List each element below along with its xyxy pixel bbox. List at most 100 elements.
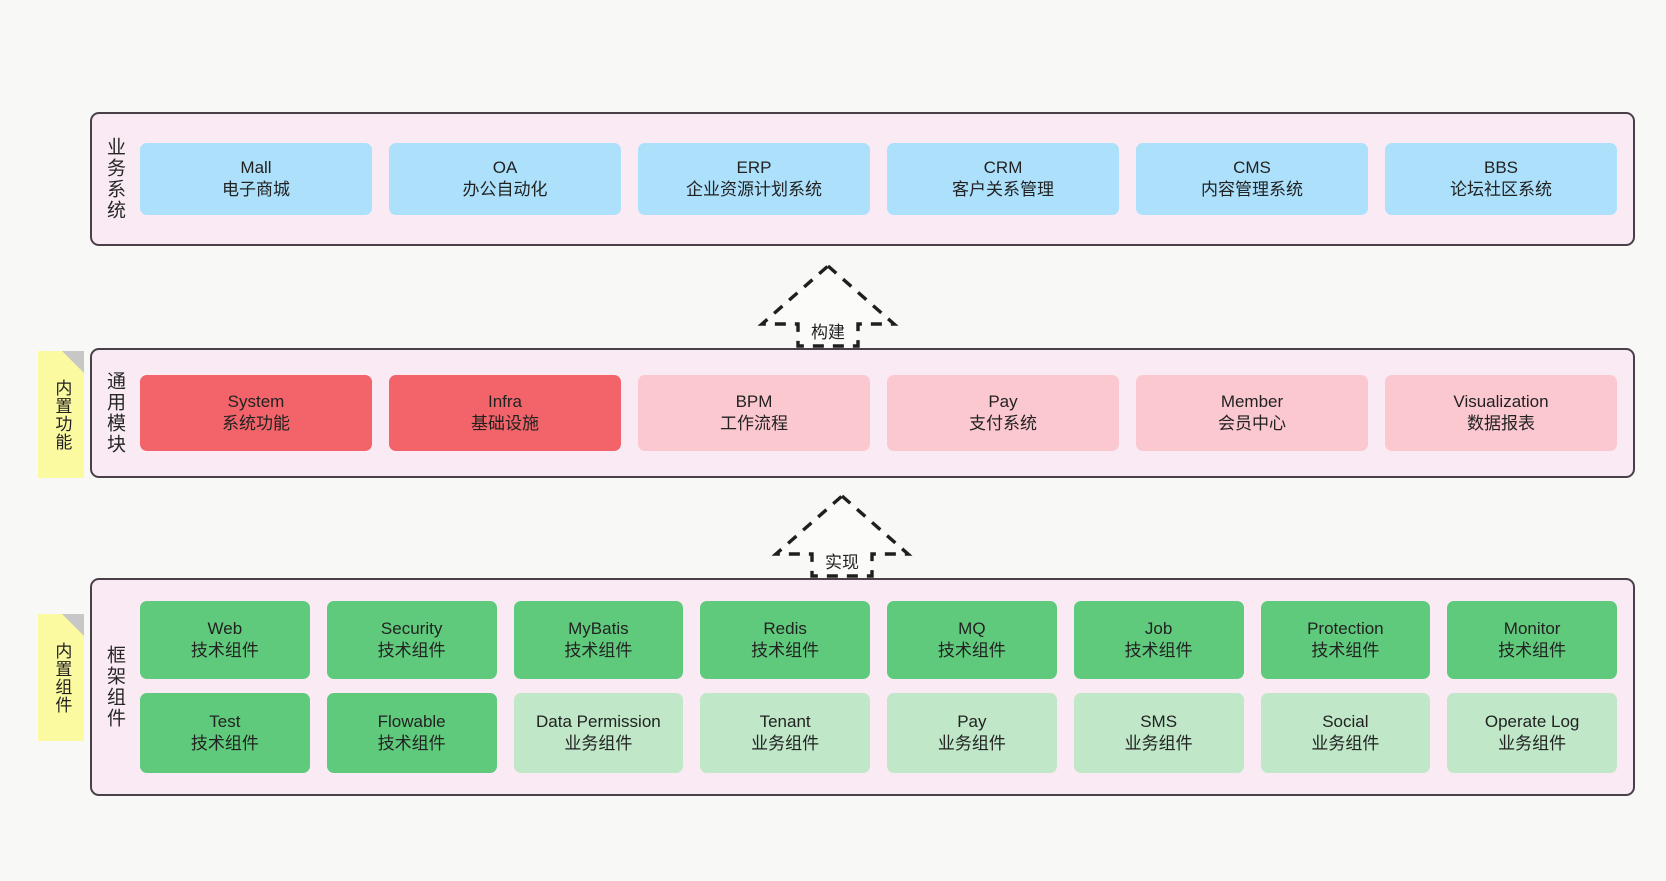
card-title: Web <box>207 619 243 639</box>
card-bbs[interactable]: BBS 论坛社区系统 <box>1385 143 1617 215</box>
layer-body-business-system: Mall 电子商城 OA 办公自动化 ERP 企业资源计划系统 CRM 客户关系… <box>136 114 1633 244</box>
card-row: Mall 电子商城 OA 办公自动化 ERP 企业资源计划系统 CRM 客户关系… <box>140 143 1617 215</box>
card-subtitle: 技术组件 <box>377 641 446 660</box>
card-mq[interactable]: MQ 技术组件 <box>887 601 1057 679</box>
card-infra[interactable]: Infra 基础设施 <box>389 375 621 451</box>
card-subtitle: 会员中心 <box>1218 414 1286 433</box>
card-pay-business[interactable]: Pay 业务组件 <box>887 693 1057 773</box>
build-arrow-icon <box>757 263 899 348</box>
card-pay[interactable]: Pay 支付系统 <box>887 375 1119 451</box>
card-subtitle: 技术组件 <box>190 641 259 660</box>
card-mybatis[interactable]: MyBatis 技术组件 <box>513 601 684 679</box>
card-title: Operate Log <box>1484 712 1580 732</box>
card-subtitle: 技术组件 <box>751 641 820 660</box>
card-subtitle: 企业资源计划系统 <box>686 180 822 199</box>
card-title: Visualization <box>1453 392 1549 412</box>
layer-common-module: 通用模块 System 系统功能 Infra 基础设施 BPM 工作流程 Pay <box>90 348 1635 478</box>
layer-title-framework-component: 框架组件 <box>103 645 125 729</box>
card-subtitle: 基础设施 <box>471 414 539 433</box>
card-visualization[interactable]: Visualization 数据报表 <box>1385 375 1617 451</box>
card-title: MQ <box>958 619 986 639</box>
card-data-permission[interactable]: Data Permission 业务组件 <box>513 693 684 773</box>
card-subtitle: 工作流程 <box>720 414 788 433</box>
implement-arrow-icon <box>771 493 913 578</box>
card-subtitle: 技术组件 <box>190 734 259 753</box>
card-social[interactable]: Social 业务组件 <box>1260 693 1431 773</box>
card-mall[interactable]: Mall 电子商城 <box>140 143 372 215</box>
card-title: ERP <box>736 158 772 178</box>
card-subtitle: 办公自动化 <box>462 180 548 199</box>
card-title: Monitor <box>1503 619 1561 639</box>
note-builtin-feature: 内置功能 <box>38 351 84 478</box>
card-operate-log[interactable]: Operate Log 业务组件 <box>1447 693 1617 773</box>
card-title: Data Permission <box>536 712 661 732</box>
card-tenant[interactable]: Tenant 业务组件 <box>700 693 870 773</box>
connector-implement: 实现 <box>771 492 913 578</box>
note-fold-corner-icon <box>62 614 84 636</box>
card-subtitle: 技术组件 <box>1311 641 1380 660</box>
card-subtitle: 支付系统 <box>969 414 1037 433</box>
card-title: Mall <box>240 158 272 178</box>
card-subtitle: 数据报表 <box>1467 414 1535 433</box>
layer-body-common-module: System 系统功能 Infra 基础设施 BPM 工作流程 Pay 支付系统… <box>136 350 1633 476</box>
connector-build-label: 构建 <box>811 323 845 342</box>
layer-framework-component: 框架组件 Web 技术组件 Security 技术组件 MyBatis 技术组件… <box>90 578 1635 796</box>
card-redis[interactable]: Redis 技术组件 <box>700 601 870 679</box>
card-title: OA <box>492 158 518 178</box>
card-title: Pay <box>957 712 987 732</box>
connector-build: 构建 <box>757 262 899 348</box>
card-bpm[interactable]: BPM 工作流程 <box>638 375 870 451</box>
card-title: BBS <box>1483 158 1519 178</box>
card-title: Pay <box>988 392 1018 412</box>
card-flowable[interactable]: Flowable 技术组件 <box>326 693 497 773</box>
card-title: BPM <box>735 392 773 412</box>
card-oa[interactable]: OA 办公自动化 <box>389 143 621 215</box>
card-system[interactable]: System 系统功能 <box>140 375 372 451</box>
card-test[interactable]: Test 技术组件 <box>140 693 310 773</box>
card-member[interactable]: Member 会员中心 <box>1136 375 1368 451</box>
card-subtitle: 内容管理系统 <box>1201 180 1303 199</box>
card-monitor[interactable]: Monitor 技术组件 <box>1447 601 1617 679</box>
card-title: MyBatis <box>568 619 629 639</box>
card-crm[interactable]: CRM 客户关系管理 <box>887 143 1119 215</box>
card-title: Member <box>1220 392 1284 412</box>
card-row: Test 技术组件 Flowable 技术组件 Data Permission … <box>140 693 1617 773</box>
card-subtitle: 技术组件 <box>1124 641 1193 660</box>
layer-title-common-module: 通用模块 <box>103 371 125 455</box>
card-sms[interactable]: SMS 业务组件 <box>1073 693 1244 773</box>
card-erp[interactable]: ERP 企业资源计划系统 <box>638 143 870 215</box>
card-title: Social <box>1322 712 1369 732</box>
card-title: Protection <box>1307 619 1384 639</box>
card-title: SMS <box>1140 712 1178 732</box>
card-title: Job <box>1144 619 1173 639</box>
card-subtitle: 技术组件 <box>377 734 446 753</box>
card-subtitle: 业务组件 <box>1311 734 1380 753</box>
card-subtitle: 技术组件 <box>564 641 633 660</box>
layer-title-business-system: 业务系统 <box>103 137 125 221</box>
note-text: 内置组件 <box>52 641 72 714</box>
note-builtin-component: 内置组件 <box>38 614 84 741</box>
card-job[interactable]: Job 技术组件 <box>1073 601 1244 679</box>
card-subtitle: 论坛社区系统 <box>1450 180 1552 199</box>
connector-implement-label: 实现 <box>825 553 859 572</box>
card-title: Flowable <box>377 712 446 732</box>
card-subtitle: 业务组件 <box>937 734 1006 753</box>
card-security[interactable]: Security 技术组件 <box>326 601 497 679</box>
card-subtitle: 技术组件 <box>1498 641 1567 660</box>
card-cms[interactable]: CMS 内容管理系统 <box>1136 143 1368 215</box>
card-title: Tenant <box>759 712 811 732</box>
card-title: Security <box>380 619 443 639</box>
card-web[interactable]: Web 技术组件 <box>140 601 310 679</box>
card-subtitle: 业务组件 <box>1124 734 1193 753</box>
card-subtitle: 系统功能 <box>222 414 290 433</box>
card-title: Redis <box>763 619 807 639</box>
card-row: System 系统功能 Infra 基础设施 BPM 工作流程 Pay 支付系统… <box>140 375 1617 451</box>
card-title: CRM <box>983 158 1023 178</box>
layer-business-system: 业务系统 Mall 电子商城 OA 办公自动化 ERP 企业资源计划系统 CRM <box>90 112 1635 246</box>
card-protection[interactable]: Protection 技术组件 <box>1260 601 1431 679</box>
card-subtitle: 业务组件 <box>564 734 633 753</box>
note-fold-corner-icon <box>62 351 84 373</box>
card-subtitle: 客户关系管理 <box>952 180 1054 199</box>
card-subtitle: 业务组件 <box>751 734 820 753</box>
